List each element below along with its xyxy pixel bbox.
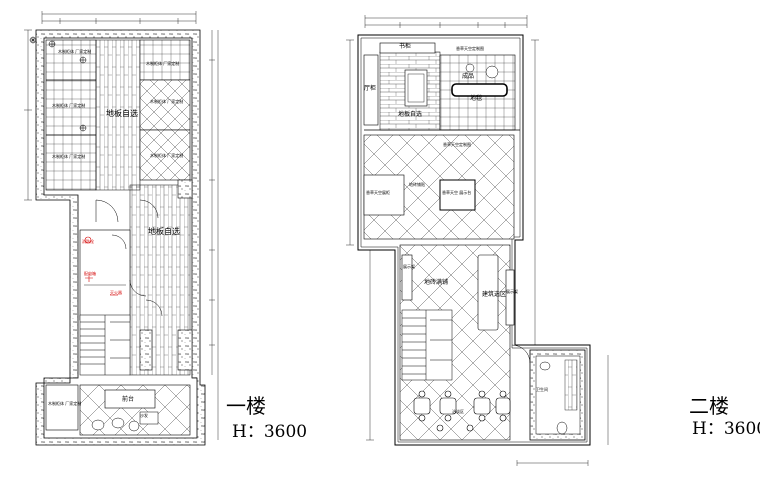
floor2-label-display-right: 展示架 bbox=[506, 289, 518, 294]
floor2-hall-cabinet bbox=[363, 54, 379, 126]
floor2-label-left-cabinet: 香草天空展柜 bbox=[366, 190, 390, 195]
floor1-display-cabinets bbox=[45, 39, 97, 191]
sink-icon bbox=[539, 361, 551, 371]
floor1-doors bbox=[95, 199, 163, 317]
floor1-column bbox=[177, 179, 193, 199]
floor1-cashier-counter bbox=[104, 389, 156, 409]
floor2-label-tile-lower: 地砖满铺 bbox=[424, 279, 449, 286]
floor1-label-cabinet: 木制柜体 厂家定制 bbox=[52, 103, 86, 108]
floor1-sofa-group bbox=[91, 411, 159, 432]
floor2-leather-rack bbox=[477, 254, 499, 331]
floor2-label-wood-floor: 地板自选 bbox=[398, 111, 423, 118]
floor2-label-mid-ceiling: 香草天空定制图 bbox=[443, 142, 471, 147]
floor2-height: H：3600 bbox=[692, 419, 760, 439]
floor1-cabinet-right-low bbox=[139, 129, 191, 181]
floor1-label-cabinet: 木制柜体 厂家定制 bbox=[52, 154, 86, 159]
floor2-title: 二楼 bbox=[689, 394, 729, 418]
floor2-label-top-ceiling: 香草天空定制图 bbox=[456, 46, 484, 51]
floor1-stairs bbox=[79, 314, 131, 376]
floor1-wood-floor-upper bbox=[95, 39, 141, 191]
floor1-label-cabinet: 木制柜体 厂家定制 bbox=[146, 61, 180, 66]
floor2-stairs bbox=[401, 309, 453, 381]
floor1-lobby bbox=[79, 229, 131, 321]
floor1-bottom-cabinet bbox=[45, 384, 79, 431]
floor2-label-restroom: 卫生间 bbox=[536, 387, 548, 392]
floor2-dining-tables bbox=[413, 390, 511, 432]
toilet-icon bbox=[556, 421, 568, 435]
floor1-label-cabinet: 木制柜体 厂家定制 bbox=[150, 99, 184, 104]
floor1-label-cabinet: 木制柜体 厂家定制 bbox=[58, 49, 92, 54]
floor2-display-right bbox=[505, 269, 515, 326]
floor1-column bbox=[177, 329, 193, 371]
floor1-label-wood-a: 地板自选 bbox=[106, 109, 138, 118]
floor1-label-bottom-note: 木制柜体 厂家定制 bbox=[48, 401, 82, 406]
floor1-dimensions-top bbox=[41, 11, 197, 24]
floor1-outer-wall bbox=[35, 29, 206, 446]
floor2-label-center-booth: 香草天空 展示台 bbox=[442, 190, 472, 195]
floor2-label-hall-cabinet: 厅柜 bbox=[364, 85, 377, 92]
floor1-label-red: 灭火器 bbox=[110, 290, 122, 295]
floor1-label-cabinet: 木制柜体 厂家定制 bbox=[150, 153, 184, 158]
floor1-height: H：3600 bbox=[232, 422, 308, 442]
floor1-label-red: 配电箱 bbox=[84, 271, 96, 276]
floor1-title: 一楼 bbox=[226, 394, 266, 418]
floor1-cabinet-right-mid bbox=[139, 79, 191, 131]
floor2-label-tile-floor: 地砖铺贴 bbox=[409, 182, 425, 187]
floor2-display-left bbox=[401, 254, 413, 301]
floor2-label-leather-area: 建筑选区 bbox=[482, 291, 507, 298]
floor1-fire-equipment bbox=[84, 236, 118, 296]
floor1-dimensions-left bbox=[24, 29, 32, 201]
plant-icon bbox=[29, 36, 87, 132]
floor2-bookcase bbox=[379, 42, 436, 54]
floor2-center-booth bbox=[439, 179, 476, 211]
floor2-label-bookcase: 书柜 bbox=[399, 43, 412, 50]
floor2-label-dining: 洽谈区 bbox=[452, 409, 464, 414]
floor1-column bbox=[139, 329, 153, 371]
floor1-cabinet-right-top bbox=[139, 39, 191, 81]
floor1-label-wood-b: 地板自选 bbox=[148, 227, 180, 236]
floor1-plan bbox=[24, 11, 219, 446]
floor1-label-cashier: 前台 bbox=[122, 396, 135, 403]
floor2-carpet bbox=[451, 83, 508, 97]
floor2-walls bbox=[357, 34, 591, 446]
floor2-plan bbox=[346, 15, 609, 466]
floor2-dimensions-top bbox=[364, 15, 528, 28]
floor2-left-cabinet bbox=[363, 174, 405, 216]
floor1-label-sofa: 沙发 bbox=[140, 413, 148, 418]
floor2-label-carpet: 地毯 bbox=[470, 95, 483, 102]
floor2-label-sofa-area: 成品 bbox=[462, 73, 475, 80]
floor2-label-display-left: 展示架 bbox=[403, 264, 415, 269]
floor1-dimensions-right bbox=[209, 30, 219, 440]
floor2-dimensions-bottom bbox=[516, 460, 589, 466]
floor1-label-red: 消防栓 bbox=[82, 239, 94, 244]
